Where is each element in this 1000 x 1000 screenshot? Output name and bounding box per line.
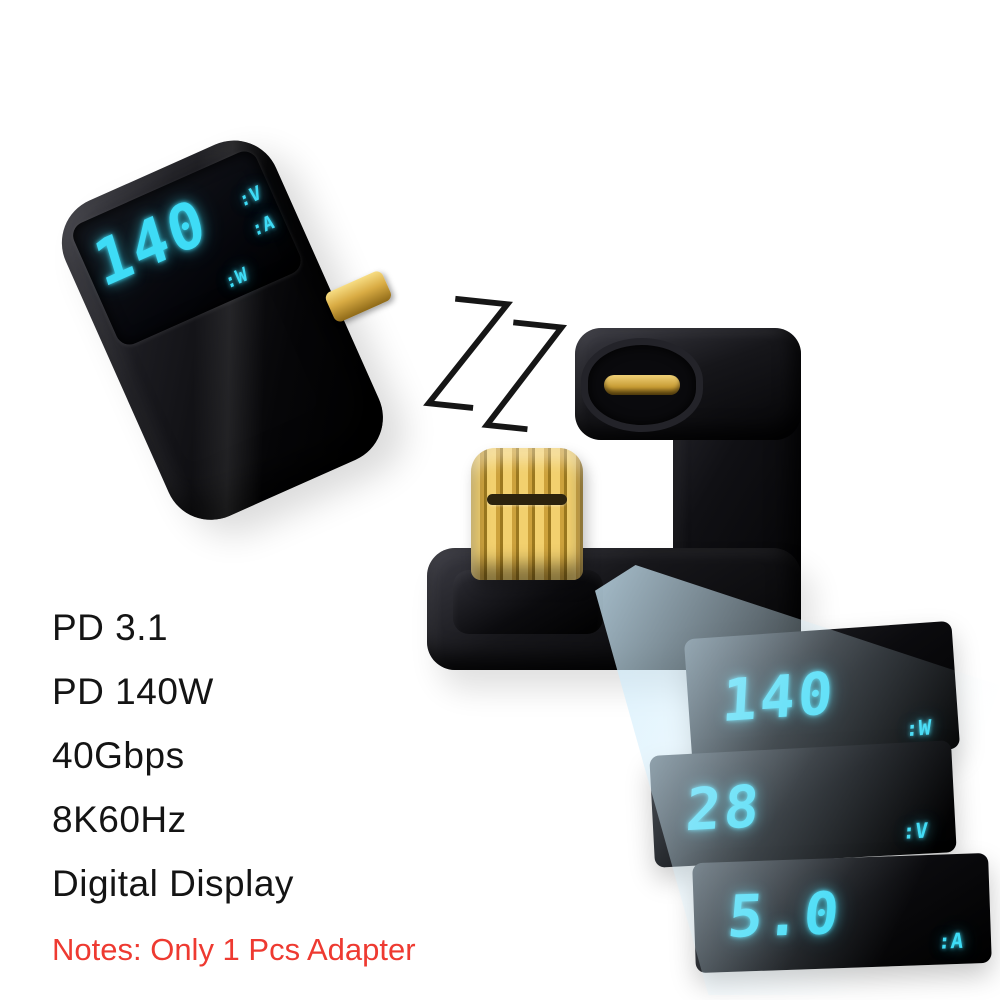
card-unit: :V: [901, 818, 929, 844]
u-shape-adapter: [425, 320, 805, 675]
card-value: 5.0: [725, 878, 845, 952]
usbc-male-plug: [471, 448, 583, 580]
usbc-female-port: [581, 338, 703, 432]
feature-line: PD 3.1: [52, 607, 169, 648]
usbc-male-plug-side-icon: [323, 269, 394, 324]
feature-line: PD 140W: [52, 671, 214, 712]
card-unit: :W: [904, 715, 932, 742]
card-unit: :A: [936, 928, 965, 954]
plug-slot: [486, 494, 568, 505]
display-unit-watts: :W: [222, 263, 250, 294]
note-text: Notes: Only 1 Pcs Adapter: [52, 932, 416, 967]
projection-card-amps: 5.0 :A: [692, 852, 992, 974]
usbc-adapter-display-view: 140 :V :A :W: [40, 100, 420, 570]
card-value: 140: [720, 658, 838, 736]
feature-list: PD 3.1 PD 140W 40Gbps 8K60Hz Digital Dis…: [52, 596, 416, 970]
plug-collar: [453, 570, 603, 634]
display-unit-amps: :A: [249, 210, 277, 242]
display-unit-volts: :V: [236, 181, 264, 213]
feature-line: 40Gbps: [52, 735, 185, 776]
projection-card-volts: 28 :V: [649, 740, 957, 868]
feature-line: 8K60Hz: [52, 799, 187, 840]
card-value: 28: [683, 771, 765, 845]
feature-line: Digital Display: [52, 863, 294, 904]
port-gold-contact: [604, 375, 680, 395]
swap-arrows-icon: [423, 295, 568, 433]
